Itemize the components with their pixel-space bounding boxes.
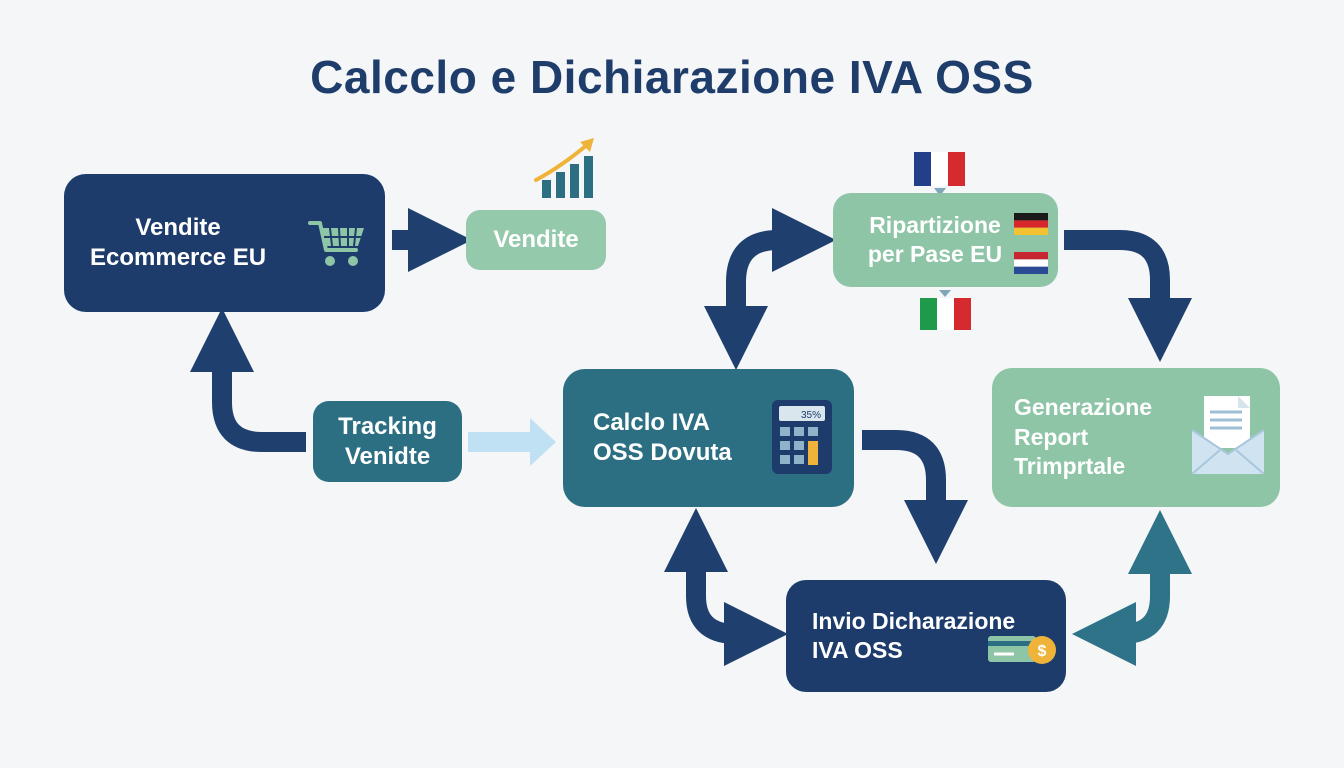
arrow-ripartizione-to-generazione (1064, 230, 1193, 363)
arrow-invio-to-generazione (1071, 509, 1193, 667)
arrow-calcolo-to-invio (862, 430, 969, 565)
node-invio-line2: IVA OSS (812, 637, 903, 663)
node-generazione-line1: Generazione (1014, 393, 1153, 420)
calculator-display-text: 35% (801, 410, 821, 421)
node-vendite-ecommerce-line1: Vendite (135, 214, 221, 241)
node-calcolo: Calclo IVA OSS Dovuta 35% (563, 369, 854, 507)
node-ripartizione: Ripartizione per Pase EU (833, 193, 1058, 287)
node-invio: Invio Dicharazione IVA OSS $ (786, 580, 1066, 692)
node-generazione: Generazione Report Trimprtale (992, 368, 1280, 507)
node-generazione-line3: Trimprtale (1014, 453, 1126, 480)
node-generazione-line2: Report (1014, 423, 1089, 450)
card-coin-icon: $ (988, 636, 1056, 664)
node-ripartizione-line2: per Pase EU (867, 241, 1003, 267)
svg-text:$: $ (1038, 643, 1047, 660)
arrow-tracking-to-calcolo (468, 418, 556, 466)
diagram-title: Calcclo e Dichiarazione IVA OSS (310, 51, 1034, 103)
node-ripartizione-line1: Ripartizione (869, 212, 1001, 239)
node-tracking-line2: Venidte (344, 442, 431, 470)
france-flag-icon (914, 152, 965, 196)
growth-chart-icon (534, 138, 594, 198)
italy-flag-icon (920, 290, 971, 330)
node-calcolo-line1: Calclo IVA (593, 409, 710, 436)
node-vendite-ecommerce-label: Vendite Ecommerce EU (90, 213, 266, 273)
node-vendite: Vendite (466, 210, 606, 270)
germany-flag-icon (1014, 213, 1048, 235)
node-vendite-label: Vendite (493, 226, 579, 253)
node-vendite-ecommerce-line2: Ecommerce EU (90, 244, 267, 271)
node-invio-line1: Invio Dicharazione (812, 608, 1016, 635)
arrow-invio-calcolo (663, 507, 789, 667)
node-invio-label: Invio Dicharazione IVA OSS (812, 607, 1015, 665)
node-generazione-label: Generazione Report Trimprtale (1014, 393, 1152, 483)
arrow-ripartizione-calcolo (703, 207, 837, 371)
arrow-tracking-to-ecommerce (189, 307, 306, 452)
netherlands-flag-icon (1014, 252, 1048, 274)
node-tracking-label: Tracking Venidte (338, 412, 437, 472)
shopping-cart-icon (308, 221, 364, 266)
node-calcolo-label: Calclo IVA OSS Dovuta (593, 408, 732, 468)
node-tracking-line1: Tracking (338, 412, 437, 440)
node-calcolo-line2: OSS Dovuta (593, 439, 732, 466)
document-envelope-icon (1191, 396, 1265, 475)
node-tracking: Tracking Venidte (313, 401, 462, 482)
node-ripartizione-label: Ripartizione per Pase EU (851, 211, 1019, 269)
node-vendite-ecommerce: Vendite Ecommerce EU (64, 174, 385, 312)
calculator-icon: 35% (772, 400, 832, 474)
